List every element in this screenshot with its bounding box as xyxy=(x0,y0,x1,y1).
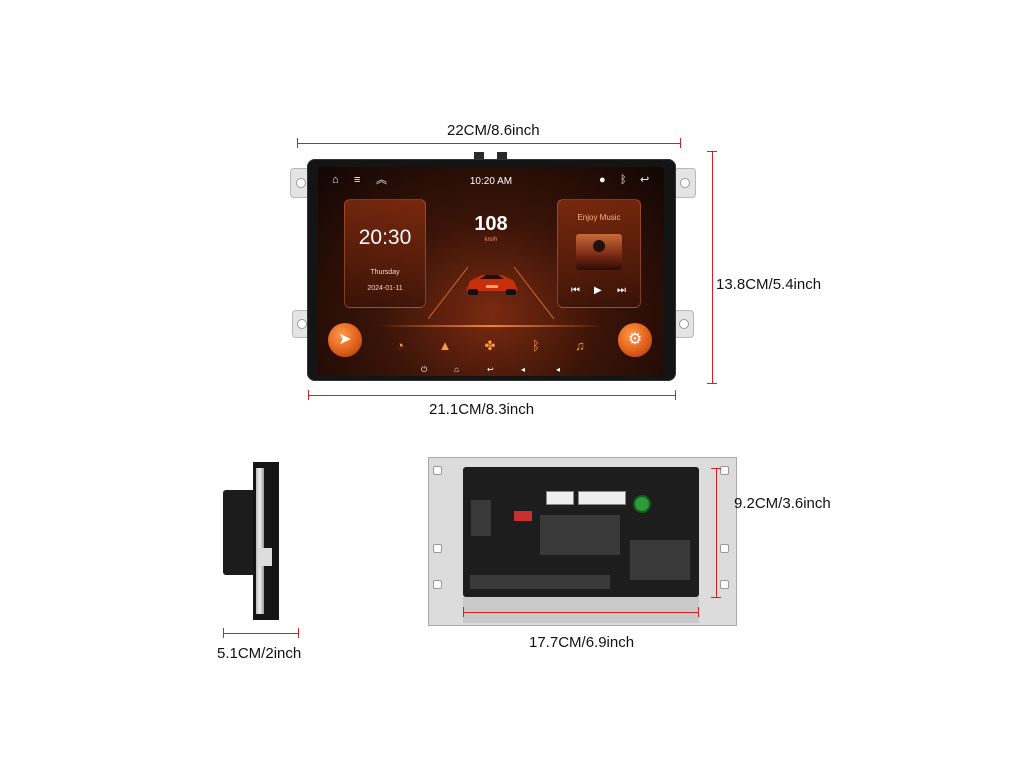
navigation-icon[interactable]: ➤ xyxy=(328,323,362,357)
music-title: Enjoy Music xyxy=(577,213,621,222)
chevrons-up-icon[interactable]: ︽ xyxy=(376,174,387,186)
maps-icon[interactable]: ▲ xyxy=(438,338,452,353)
overall-height-line xyxy=(712,151,713,384)
back-lip xyxy=(463,597,699,623)
screen-width-line xyxy=(308,395,676,396)
back-icon[interactable]: ↩ xyxy=(640,174,650,186)
sports-car-image xyxy=(466,275,518,295)
volume-up-icon[interactable]: ◂ xyxy=(556,365,561,374)
depth-line xyxy=(223,633,299,634)
screen-width-label: 21.1CM/8.3inch xyxy=(429,401,535,418)
apps-icon[interactable]: ✤ xyxy=(484,338,496,353)
overall-width-tick-left xyxy=(297,138,298,148)
connector-green xyxy=(633,495,651,513)
back-width-line xyxy=(463,612,699,613)
back-slot xyxy=(720,466,729,475)
vent xyxy=(470,575,610,589)
clock-date: 2024-01-11 xyxy=(367,285,403,292)
overall-height-label: 13.8CM/5.4inch xyxy=(716,276,822,293)
bluetooth-icon: ᛒ xyxy=(620,174,627,186)
side-view-edge xyxy=(256,468,264,614)
back-slot xyxy=(433,466,442,475)
back-height-tick-bottom xyxy=(711,597,721,598)
back-height-line xyxy=(716,468,717,598)
road-lines xyxy=(428,266,554,319)
depth-label: 5.1CM/2inch xyxy=(217,645,302,662)
volume-down-icon[interactable]: ◂ xyxy=(521,365,526,374)
vent xyxy=(471,500,491,536)
back-slot xyxy=(433,580,442,589)
screen-width-tick-right xyxy=(675,390,676,400)
connector-white xyxy=(578,491,626,505)
top-clip-2 xyxy=(497,152,507,160)
right-bracket-top xyxy=(674,168,696,198)
overall-width-line xyxy=(297,143,681,144)
speed-unit: km/h xyxy=(484,237,498,243)
overall-height-tick-bottom xyxy=(707,383,717,384)
head-unit-screen: ⌂ ≡ ︽ 10:20 AM ● ᛒ ↩ 20:30 Thursday 2024… xyxy=(318,167,664,376)
right-bracket-bottom xyxy=(674,310,694,338)
side-view-bracket xyxy=(223,490,257,575)
settings-icon[interactable]: ⚙ xyxy=(618,323,652,357)
connector-red xyxy=(514,511,532,521)
album-art xyxy=(576,234,622,270)
bluetooth-icon[interactable]: ᛒ xyxy=(532,338,540,353)
location-pin-icon: ● xyxy=(599,174,606,186)
clock-card[interactable]: 20:30 Thursday 2024-01-11 xyxy=(344,199,426,308)
clock-day: Thursday xyxy=(370,269,400,276)
back-height-label: 9.2CM/3.6inch xyxy=(734,495,831,512)
side-view-label-sticker xyxy=(258,548,272,566)
radio-icon[interactable]: ◔ xyxy=(396,338,404,353)
back-slot xyxy=(433,544,442,553)
status-bar: ⌂ ≡ ︽ 10:20 AM ● ᛒ ↩ xyxy=(318,167,664,193)
previous-icon[interactable]: ⏮ xyxy=(571,285,580,296)
overall-width-label: 22CM/8.6inch xyxy=(447,122,540,139)
status-time: 10:20 AM xyxy=(469,176,513,187)
back-slot xyxy=(720,544,729,553)
depth-tick-right xyxy=(298,628,299,638)
power-icon[interactable]: ⏻ xyxy=(421,365,428,374)
play-icon[interactable]: ▶ xyxy=(594,285,602,296)
back-icon[interactable]: ↩ xyxy=(487,365,494,374)
overall-height-tick-top xyxy=(707,151,717,152)
back-slot xyxy=(720,580,729,589)
back-height-tick-top xyxy=(711,468,721,469)
vent xyxy=(630,540,690,580)
menu-icon[interactable]: ≡ xyxy=(354,174,361,186)
overall-width-tick-right xyxy=(680,138,681,148)
connector-white xyxy=(546,491,574,505)
home-icon[interactable]: ⌂ xyxy=(454,365,459,374)
next-icon[interactable]: ⏭ xyxy=(617,285,626,296)
home-icon[interactable]: ⌂ xyxy=(332,174,339,186)
music-note-icon[interactable]: ♫ xyxy=(575,338,585,353)
clock-time: 20:30 xyxy=(358,226,412,249)
top-clip xyxy=(474,152,484,160)
speed-value: 108 xyxy=(474,213,508,235)
depth-tick-left xyxy=(223,628,224,638)
dock-glow xyxy=(378,325,604,327)
screen-width-tick-left xyxy=(308,390,309,400)
vent xyxy=(540,515,620,555)
music-card[interactable]: Enjoy Music ⏮ ▶ ⏭ xyxy=(557,199,641,308)
back-width-tick-right xyxy=(698,607,699,617)
back-width-tick-left xyxy=(463,607,464,617)
back-width-label: 17.7CM/6.9inch xyxy=(529,634,635,651)
